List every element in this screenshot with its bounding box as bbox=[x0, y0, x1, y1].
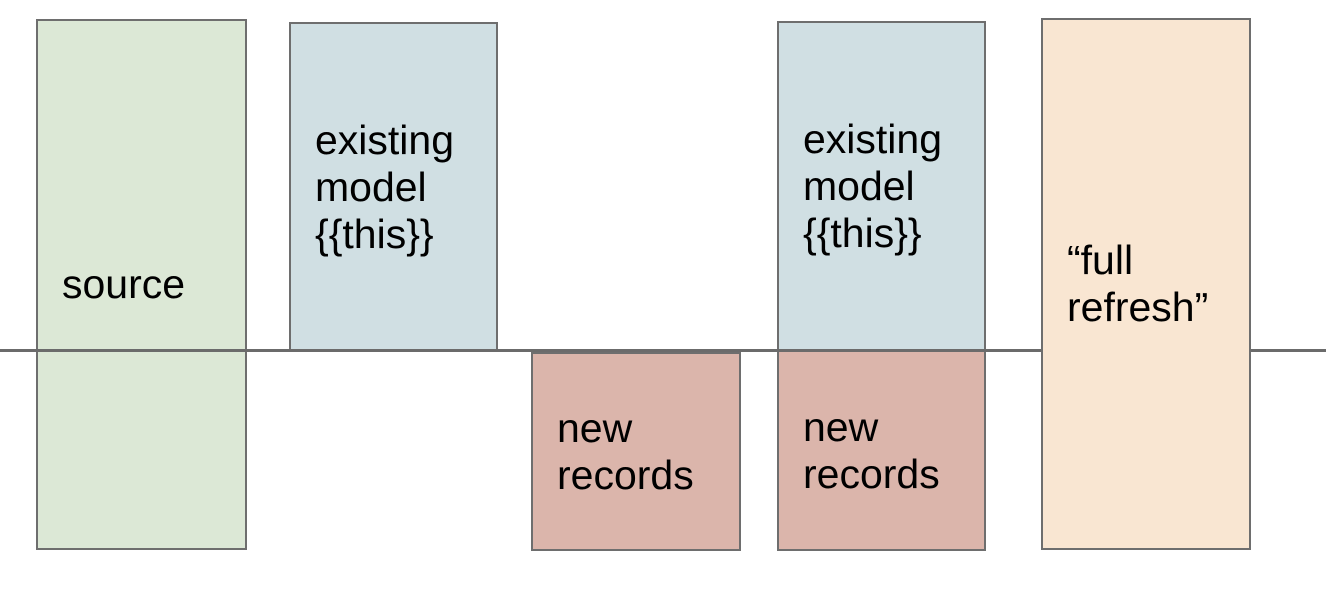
new-records-right-label: new records bbox=[803, 403, 940, 497]
existing-model-right-label: existing model {{this}} bbox=[803, 115, 943, 256]
source-box-label: source bbox=[62, 261, 186, 307]
source-box: source bbox=[36, 19, 247, 550]
existing-model-left-label: existing model {{this}} bbox=[315, 116, 455, 257]
existing-model-left-box: existing model {{this}} bbox=[289, 22, 498, 352]
full-refresh-label: “full refresh” bbox=[1067, 237, 1209, 330]
new-records-right-box: new records bbox=[777, 350, 986, 551]
existing-model-right-box: existing model {{this}} bbox=[777, 21, 986, 351]
full-refresh-box: “full refresh” bbox=[1041, 18, 1251, 550]
new-records-left-label: new records bbox=[557, 404, 694, 498]
baseline-divider-line bbox=[0, 349, 1326, 352]
new-records-left-box: new records bbox=[531, 352, 741, 551]
